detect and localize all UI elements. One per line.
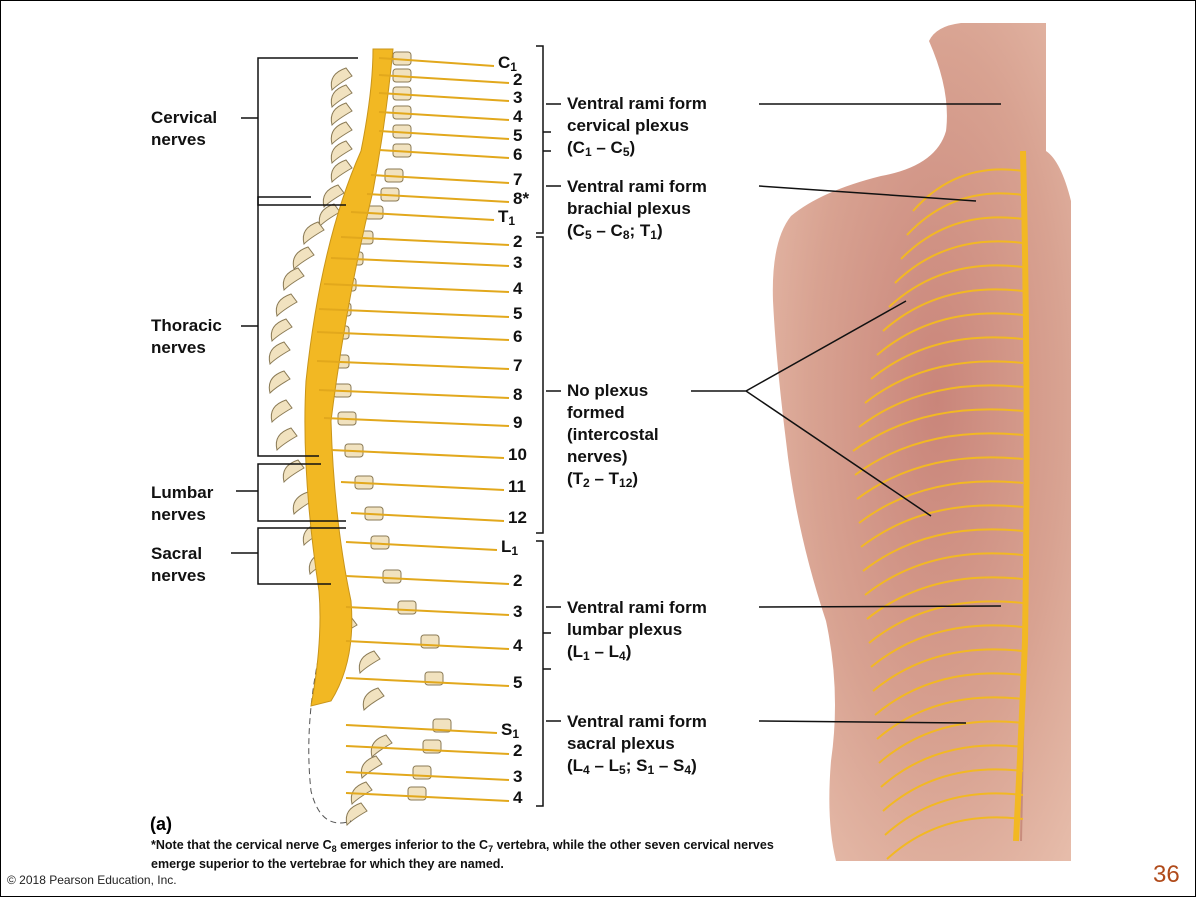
intercostal-label: No plexus formed (intercostal nerves) (T… xyxy=(567,380,659,490)
spinal-nerve xyxy=(346,793,509,801)
copyright: © 2018 Pearson Education, Inc. xyxy=(7,873,177,887)
spinal-nerve-label: T1 xyxy=(498,208,515,226)
spinal-nerve-label: 4 xyxy=(513,789,522,807)
spinal-nerve-label: 11 xyxy=(508,478,526,496)
spinal-nerve xyxy=(346,576,509,584)
vertebral-process xyxy=(271,400,292,422)
brachial-plexus-range: (C5 – C8; T1) xyxy=(567,220,707,242)
thoracic-plexus-bracket xyxy=(536,237,543,533)
brachial-plexus-label: Ventral rami form brachial plexus (C5 – … xyxy=(567,176,707,242)
vertebral-process xyxy=(293,247,314,269)
vertebral-process xyxy=(303,222,324,244)
sacral-plexus-label: Ventral rami form sacral plexus (L4 – L5… xyxy=(567,711,707,777)
spinal-nerve-label: 5 xyxy=(513,674,522,692)
vertebral-process xyxy=(331,122,352,144)
vertebral-process xyxy=(371,735,392,757)
vertebral-process xyxy=(359,651,380,673)
footnote-line-1: *Note that the cervical nerve C8 emerges… xyxy=(151,836,1031,855)
vertebra xyxy=(408,787,426,800)
vertebral-process xyxy=(331,160,352,182)
vertebra xyxy=(398,601,416,614)
spinal-nerve-label: S1 xyxy=(501,721,519,739)
vertebral-process xyxy=(363,688,384,710)
vertebral-process xyxy=(331,141,352,163)
sacral-plexus-range: (L4 – L5; S1 – S4) xyxy=(567,755,707,777)
vertebral-process xyxy=(346,803,367,825)
spinal-nerve-label: 2 xyxy=(513,742,522,760)
spinal-nerve-label: 7 xyxy=(513,357,522,375)
spinal-nerve-label: 3 xyxy=(513,603,522,621)
intercostal-range: (T2 – T12) xyxy=(567,468,659,490)
spinal-nerve-label: 6 xyxy=(513,146,522,164)
vertebral-process xyxy=(361,756,382,778)
spinal-nerve-label: L1 xyxy=(501,538,518,556)
lumbar-plexus-range: (L1 – L4) xyxy=(567,641,707,663)
spinal-nerve xyxy=(346,542,497,550)
spinal-nerve-label: 4 xyxy=(513,637,522,655)
spinal-nerve-label: 3 xyxy=(513,89,522,107)
spinal-nerve-label: 9 xyxy=(513,414,522,432)
spinal-nerve xyxy=(346,607,509,615)
spinal-nerve xyxy=(346,725,497,733)
vertebral-process xyxy=(331,103,352,125)
spine-illustration xyxy=(269,49,509,825)
spinal-nerve-label: 3 xyxy=(513,768,522,786)
back-figure-illustration xyxy=(773,23,1071,861)
spinal-nerve-label: 8* xyxy=(513,190,529,208)
spinal-nerve-label: 4 xyxy=(513,280,522,298)
lumbar-plexus-bracket xyxy=(536,541,543,806)
spinal-nerve-label: 2 xyxy=(513,71,522,89)
spinal-nerve-label: 3 xyxy=(513,254,522,272)
lumbar-plexus-label: Ventral rami form lumbar plexus (L1 – L4… xyxy=(567,597,707,663)
cervical-plexus-label: Ventral rami form cervical plexus (C1 – … xyxy=(567,93,707,159)
sacral-nerves-label: Sacralnerves xyxy=(151,543,206,587)
footnote: *Note that the cervical nerve C8 emerges… xyxy=(151,836,1031,874)
vertebral-process xyxy=(271,319,292,341)
spinal-nerve-label: 4 xyxy=(513,108,522,126)
figure-tag: (a) xyxy=(150,814,172,835)
footnote-line-2: emerge superior to the vertebrae for whi… xyxy=(151,855,1031,874)
spinal-nerve-label: 6 xyxy=(513,328,522,346)
spinal-nerve-label: 7 xyxy=(513,171,522,189)
vertebral-process xyxy=(276,294,297,316)
lumbar-nerves-label: Lumbarnerves xyxy=(151,482,213,526)
spinal-nerve-label: 10 xyxy=(508,446,527,464)
spinal-nerve-label: 8 xyxy=(513,386,522,404)
page-number: 36 xyxy=(1153,861,1180,889)
vertebral-process xyxy=(276,428,297,450)
vertebral-process xyxy=(269,371,290,393)
cervical-plexus-range: (C1 – C5) xyxy=(567,137,707,159)
vertebra xyxy=(383,570,401,583)
spinal-nerve-label: 12 xyxy=(508,509,527,527)
spinal-nerve-label: 5 xyxy=(513,127,522,145)
vertebral-process xyxy=(269,342,290,364)
spinal-nerve-label: 2 xyxy=(513,572,522,590)
cervical-plexus-bracket xyxy=(536,46,543,233)
spinal-nerve-label: 2 xyxy=(513,233,522,251)
vertebral-process xyxy=(283,268,304,290)
vertebra xyxy=(413,766,431,779)
spinal-nerve-label: 5 xyxy=(513,305,522,323)
